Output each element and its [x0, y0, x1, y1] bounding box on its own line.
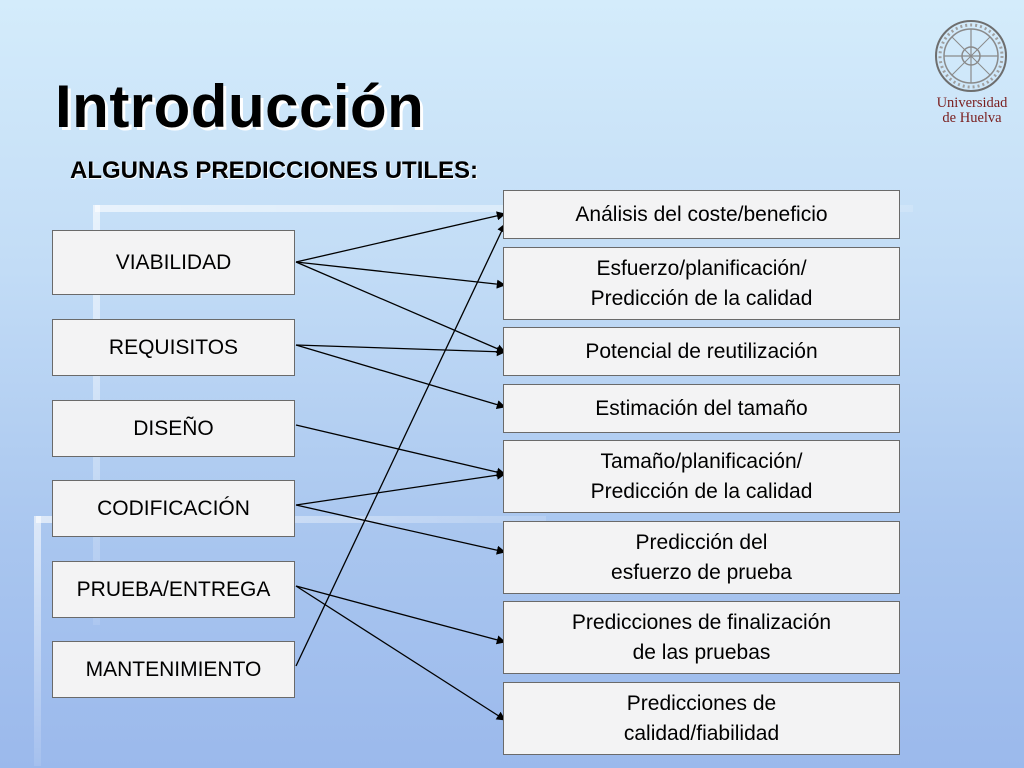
phase-box-requisitos: REQUISITOS [52, 319, 295, 376]
university-seal-icon [935, 20, 1007, 92]
connector-arrow [295, 344, 506, 357]
page-subtitle: ALGUNAS PREDICCIONES UTILES: [70, 157, 479, 184]
prediction-box-finalizacion-pruebas: Predicciones de finalización de las prue… [503, 601, 900, 674]
connector-arrow [295, 261, 506, 353]
connector-arrow [295, 470, 506, 506]
connector-arrow [295, 585, 506, 721]
connector-arrow [295, 211, 506, 263]
phase-box-diseno: DISEÑO [52, 400, 295, 457]
connector-arrow [295, 344, 506, 410]
prediction-box-esfuerzo-prueba: Predicción del esfuerzo de prueba [503, 521, 900, 594]
prediction-box-esfuerzo-planificacion: Esfuerzo/planificación/ Predicción de la… [503, 247, 900, 320]
prediction-box-reutilizacion: Potencial de reutilización [503, 327, 900, 376]
phase-box-mantenimiento: MANTENIMIENTO [52, 641, 295, 698]
phase-box-codificacion: CODIFICACIÓN [52, 480, 295, 537]
connector-arrow [295, 223, 506, 667]
connector-arrow [295, 585, 506, 645]
phase-box-prueba-entrega: PRUEBA/ENTREGA [52, 561, 295, 618]
connector-arrow [295, 504, 506, 555]
connector-arrow [295, 424, 506, 477]
prediction-box-estimacion-tamano: Estimación del tamaño [503, 384, 900, 433]
prediction-box-coste-beneficio: Análisis del coste/beneficio [503, 190, 900, 239]
page-title: Introducción [55, 73, 425, 140]
phase-box-viabilidad: VIABILIDAD [52, 230, 295, 295]
decorative-bar-left-lower [34, 516, 41, 766]
university-logo-text: Universidad de Huelva [936, 95, 1008, 126]
connector-arrow [295, 261, 506, 289]
prediction-box-tamano-planificacion: Tamaño/planificación/ Predicción de la c… [503, 440, 900, 513]
prediction-box-calidad-fiabilidad: Predicciones de calidad/fiabilidad [503, 682, 900, 755]
